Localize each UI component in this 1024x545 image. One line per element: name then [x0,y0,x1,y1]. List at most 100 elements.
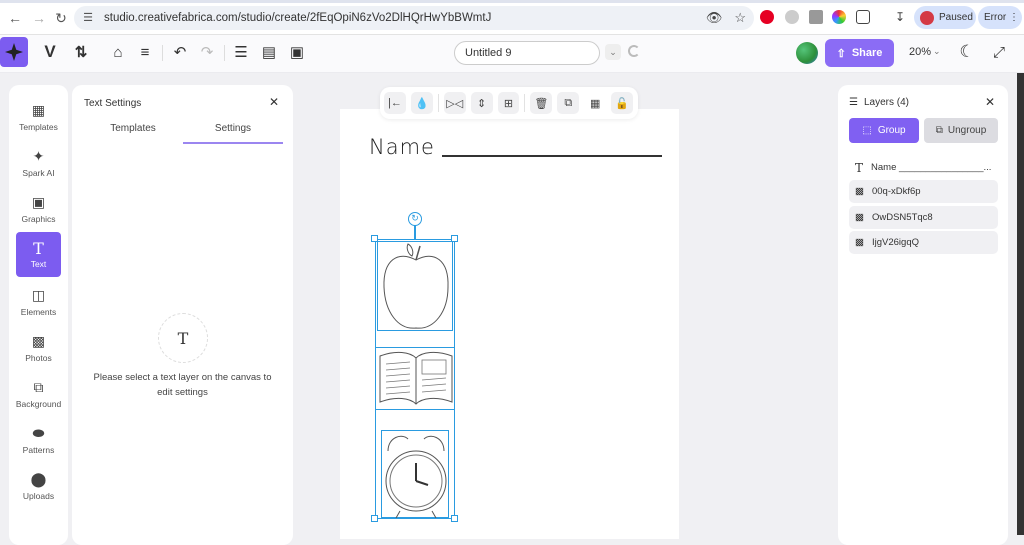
browser-toolbar: ← → ↻ ☰ studio.creativefabrica.com/studi… [0,0,1024,35]
undo-icon[interactable]: ↶ [173,44,187,61]
v-logo-icon[interactable]: V [44,42,56,61]
uploads-icon: ⬤ [30,471,47,487]
opacity-drop-icon[interactable]: 💧 [410,92,433,114]
moon-icon[interactable]: ☾ [959,42,975,61]
redo-icon[interactable]: ↷ [200,44,214,61]
selection-box[interactable] [375,239,455,519]
share-button[interactable]: ⇧ Share [825,39,894,67]
group-icon: ⬚ [862,125,872,136]
sidebar-item-spark-ai[interactable]: ✦ Spark AI [16,141,61,185]
color-extension-icon[interactable] [832,10,846,24]
logo-button[interactable] [0,37,28,67]
site-settings-icon[interactable]: ☰ [83,12,93,24]
tab-strip [0,0,1024,3]
resize-handle-bottom-right[interactable] [451,515,458,522]
group-label: Group [877,125,906,136]
divider [437,94,439,112]
address-bar[interactable]: ☰ studio.creativefabrica.com/studio/crea… [74,6,754,30]
delete-icon[interactable]: 🗑 [530,92,553,114]
grid-icon[interactable]: ▦ [589,97,601,110]
close-icon[interactable]: ✕ [984,95,995,109]
sidebar-item-text[interactable]: T Text [16,232,61,277]
ungroup-label: Ungroup [947,125,987,136]
sidebar-label: Elements [20,306,57,317]
back-button[interactable]: ← [8,10,22,26]
fullscreen-icon[interactable]: ⤢ [992,43,1005,61]
document-icon[interactable]: ▤ [261,44,277,61]
flip-horizontal-icon[interactable]: ▷◁ [443,92,466,114]
name-text[interactable]: Name [369,135,435,159]
sidebar-item-photos[interactable]: ▩ Photos [16,326,61,370]
text-icon: T [33,238,44,258]
unlock-icon[interactable]: 🔓 [611,92,634,114]
layer-item[interactable]: ▩ IjgV26igqQ [849,231,998,254]
name-underline[interactable] [442,155,662,157]
graphics-icon: ▣ [31,194,46,210]
layer-name: 00q-xDkf6p [871,186,921,197]
rotate-icon[interactable]: ↻ [408,212,422,226]
chevron-down-icon[interactable]: ⌄ [605,44,621,60]
text-layer-icon: T [855,160,864,175]
tab-templates[interactable]: Templates [110,123,156,134]
sidebar-label: Photos [25,352,52,363]
forward-button[interactable]: → [32,10,46,26]
rotate-connector [414,225,416,239]
avatar [920,10,934,25]
reload-button[interactable]: ↻ [55,10,67,26]
chevron-down-icon[interactable]: ⌄ [933,46,941,56]
saving-spinner-icon [628,45,640,57]
settings-doc-icon[interactable]: ▣ [289,44,305,61]
layer-item[interactable]: ▩ 00q-xDkf6p [849,180,998,203]
layer-item[interactable]: T Name ________________... [849,156,998,179]
globe-icon[interactable] [796,42,818,64]
crop-icon[interactable]: ⊞ [497,92,520,114]
apple-image[interactable] [377,241,453,331]
menu-icon[interactable]: ≡ [140,43,150,61]
duplicate-icon[interactable]: ⧉ [557,92,580,114]
element-toolbar: |← 💧 ▷◁ ⇕ ⊞ 🗑 ⧉ ▦ 🔓 [380,87,638,119]
resize-handle-top-left[interactable] [371,235,378,242]
pinterest-extension-icon[interactable] [760,10,774,24]
open-book-illustration-icon [379,351,453,405]
sort-arrows-icon[interactable]: ⇅ [74,44,88,61]
profile-button[interactable]: Paused [914,6,976,29]
image-layer-icon: ▩ [855,186,864,197]
layer-name: OwDSN5Tqc8 [871,212,933,223]
sparkle-icon: ✦ [32,148,45,164]
sidebar-label: Graphics [21,213,56,224]
url-text: studio.creativefabrica.com/studio/create… [104,12,492,24]
sidebar-item-elements[interactable]: ◫ Elements [16,280,61,324]
error-menu-button[interactable]: Error ⋮ [978,6,1022,29]
layer-name: Name ________________... [871,162,992,173]
sidebar-item-templates[interactable]: ▦ Templates [16,95,61,139]
sidebar-item-uploads[interactable]: ⬤ Uploads [16,464,61,508]
close-icon[interactable]: ✕ [268,95,279,109]
sidebar-item-graphics[interactable]: ▣ Graphics [16,187,61,231]
extension-icon[interactable] [809,10,823,24]
document-title-input[interactable]: Untitled 9 [454,41,600,65]
book-image[interactable] [375,347,455,410]
bookmark-star-icon[interactable]: ☆ [734,10,746,25]
extension-icon[interactable] [785,10,799,24]
resize-handle-bottom-left[interactable] [371,515,378,522]
sidebar-item-patterns[interactable]: ⬬ Patterns [16,418,61,462]
extensions-puzzle-icon[interactable] [856,10,870,24]
flip-vertical-icon[interactable]: ⇕ [470,92,493,114]
layer-name: IjgV26igqQ [871,237,919,248]
home-icon[interactable]: ⌂ [113,43,123,61]
download-icon[interactable]: ↧ [894,10,906,24]
zoom-level[interactable]: 20% [909,46,932,58]
align-left-icon[interactable]: |← [384,92,406,114]
sidebar-label: Background [15,398,62,409]
ungroup-button[interactable]: ⧉ Ungroup [924,118,998,143]
eye-off-icon[interactable]: 👁 [705,10,723,25]
sidebar-item-background[interactable]: ⧉ Background [16,372,61,416]
resize-handle-top-right[interactable] [451,235,458,242]
layer-item[interactable]: ▩ OwDSN5Tqc8 [849,206,998,229]
clock-image[interactable] [381,430,449,519]
group-button[interactable]: ⬚ Group [849,118,919,143]
upload-icon: ⇧ [836,47,846,60]
layers-icon[interactable]: ☰ [234,44,248,61]
alarm-clock-illustration-icon [385,435,447,519]
tab-settings[interactable]: Settings [214,123,252,134]
